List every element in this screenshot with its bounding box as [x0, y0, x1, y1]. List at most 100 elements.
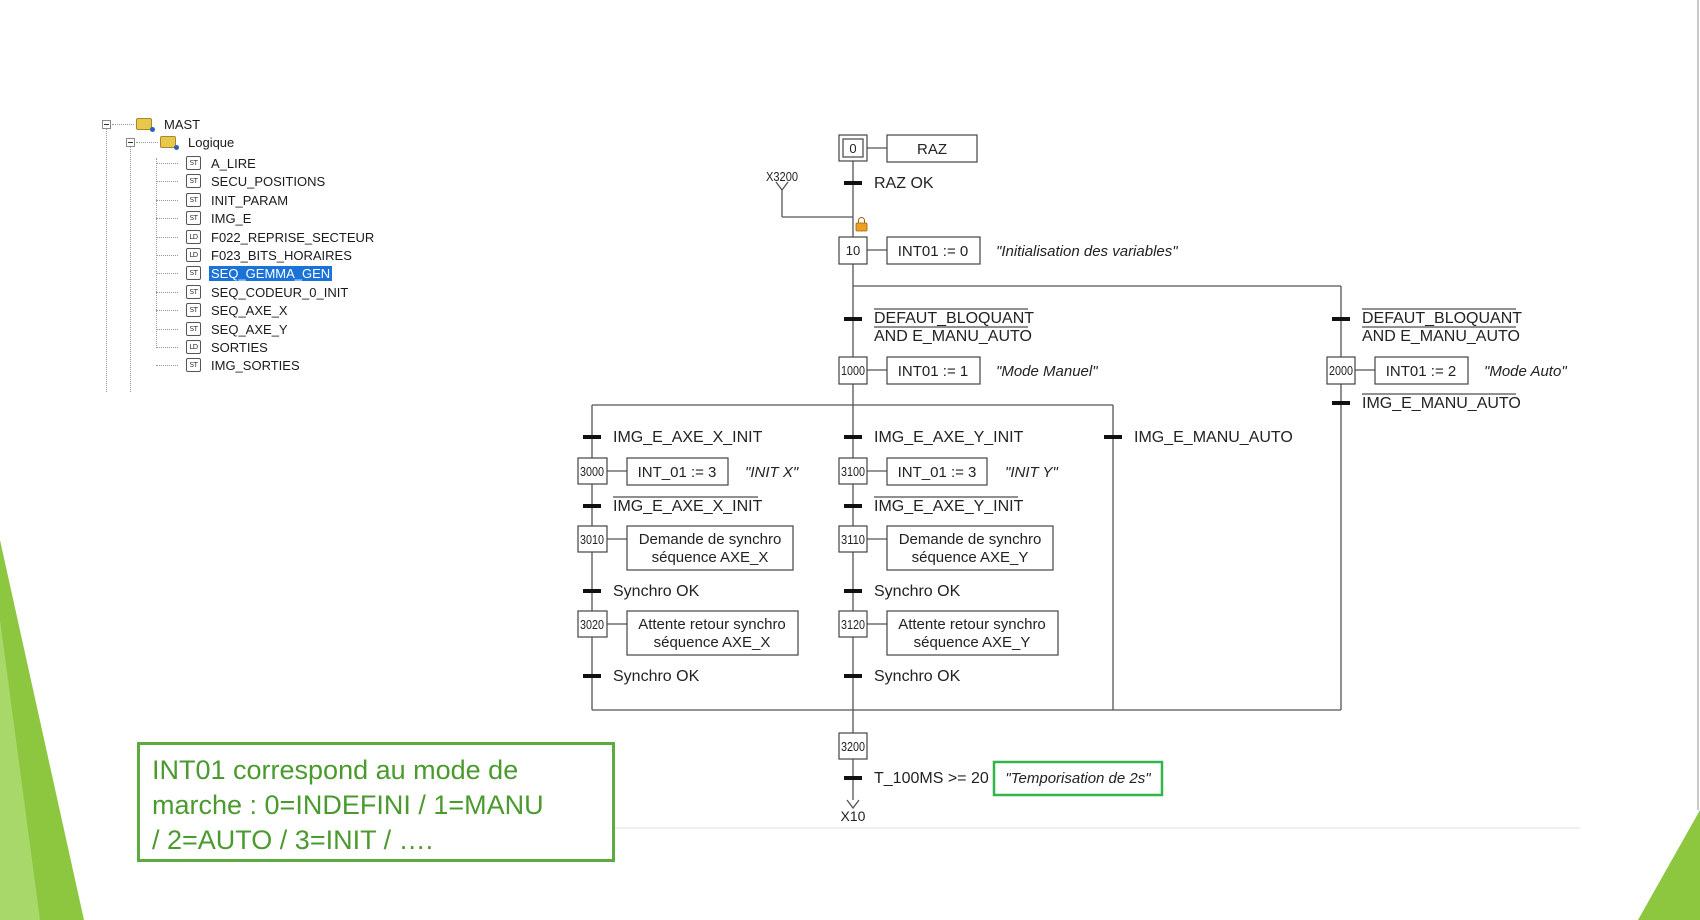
comment-step3000: "INIT X" — [745, 464, 799, 481]
transition-bar[interactable] — [583, 504, 601, 508]
action-box[interactable] — [886, 457, 988, 486]
tree-guide — [156, 218, 178, 220]
tree-guide — [156, 181, 178, 183]
tree-root-mast[interactable]: MAST — [164, 117, 201, 132]
step-box[interactable] — [838, 610, 868, 638]
transition-bar[interactable] — [844, 435, 862, 439]
program-file-icon: ST — [186, 266, 201, 281]
transition-manu-auto: IMG_E_MANU_AUTO — [1134, 429, 1293, 446]
note-line: marche : 0=INDEFINI / 1=MANU — [152, 790, 544, 820]
step-box[interactable] — [838, 236, 868, 265]
step-box[interactable] — [838, 457, 868, 485]
step-box[interactable] — [577, 610, 608, 638]
step-number: 0 — [849, 141, 856, 156]
tree-item-10[interactable]: SORTIES — [211, 340, 268, 355]
step-box[interactable] — [838, 356, 868, 385]
transition-left-line1: DEFAUT_BLOQUANT — [874, 310, 1034, 327]
tree-guide — [156, 273, 178, 275]
step-number: 2000 — [1329, 363, 1353, 378]
transition-bar[interactable] — [583, 435, 601, 439]
step-number: 3200 — [841, 739, 865, 754]
action-text-step3110-line2: séquence AXE_Y — [912, 549, 1029, 566]
action-text-step3020-line2: séquence AXE_X — [654, 634, 771, 651]
tree-guide — [156, 158, 157, 346]
action-text-step3010-line1: Demande de synchro — [639, 531, 782, 548]
action-box[interactable] — [626, 525, 794, 571]
tree-guide — [156, 163, 178, 164]
initial-step-inner — [842, 138, 864, 158]
transition-bar[interactable] — [1332, 317, 1350, 321]
tree-item-1[interactable]: SECU_POSITIONS — [211, 174, 326, 190]
program-file-icon: LD — [186, 340, 201, 354]
step-number: 3010 — [580, 532, 604, 547]
step-number: 3020 — [580, 617, 604, 632]
action-box[interactable] — [626, 610, 799, 656]
transition-bar[interactable] — [583, 674, 601, 678]
left-green-triangle-light — [0, 620, 40, 920]
tree-section-logique[interactable]: Logique — [188, 135, 235, 150]
tree-guide — [156, 365, 178, 367]
tree-item-2[interactable]: INIT_PARAM — [211, 192, 289, 208]
program-file-icon: ST — [186, 358, 201, 373]
transition-bar[interactable] — [844, 504, 862, 508]
transition-bar[interactable] — [1104, 435, 1122, 439]
transition-right-line1: DEFAUT_BLOQUANT — [1362, 310, 1522, 327]
transition-bar[interactable] — [844, 317, 862, 321]
step-box[interactable] — [1326, 356, 1356, 385]
transition-y-init-negated: IMG_E_AXE_Y_INIT — [874, 498, 1024, 515]
folder-icon — [160, 136, 179, 150]
step-box[interactable] — [577, 457, 608, 485]
transition-bar[interactable] — [1332, 401, 1350, 405]
transition-bar[interactable] — [583, 589, 601, 593]
action-box[interactable] — [886, 525, 1054, 571]
transition-bar[interactable] — [844, 776, 862, 780]
tree-item-5[interactable]: F023_BITS_HORAIRES — [211, 248, 352, 263]
tree-item-4[interactable]: F022_REPRISE_SECTEUR — [211, 229, 375, 245]
action-box[interactable] — [626, 457, 729, 486]
tree-guide — [156, 291, 178, 293]
tree-item-11[interactable]: IMG_SORTIES — [211, 358, 300, 374]
tree-item-9[interactable]: SEQ_AXE_Y — [211, 321, 288, 337]
explanation-note: INT01 correspond au mode de marche : 0=I… — [137, 742, 615, 862]
project-tree[interactable]: MAST Logique ST A_LIRE ST SECU_POSITIONS ST I… — [96, 112, 396, 392]
step-box[interactable] — [838, 732, 868, 760]
collapse-toggle-icon[interactable] — [102, 120, 111, 129]
transition-x-init-negated: IMG_E_AXE_X_INIT — [613, 498, 763, 515]
program-file-icon: ST — [186, 321, 201, 336]
transition-bar[interactable] — [844, 181, 862, 185]
action-text-raz: RAZ — [917, 141, 947, 158]
action-texts: RAZ INT01 := 0 INT01 := 1 INT01 := 2 INT… — [638, 141, 1457, 651]
action-box[interactable] — [886, 610, 1059, 656]
step-box[interactable] — [838, 525, 868, 553]
comment-step3100: "INIT Y" — [1005, 464, 1059, 481]
action-box[interactable] — [1374, 356, 1469, 385]
transition-bar[interactable] — [844, 589, 862, 593]
folder-icon — [136, 118, 155, 132]
note-line: / 2=AUTO / 3=INIT / …. — [152, 825, 434, 855]
comments: "Initialisation des variables" "Mode Man… — [745, 243, 1567, 481]
program-file-icon: LD — [186, 248, 201, 262]
step-number: 3100 — [841, 464, 865, 479]
tree-item-7[interactable]: SEQ_CODEUR_0_INIT — [211, 284, 349, 300]
tree-item-0[interactable]: A_LIRE — [211, 156, 256, 171]
tree-item-8[interactable]: SEQ_AXE_X — [211, 303, 288, 319]
action-box[interactable] — [886, 236, 981, 265]
transition-bar[interactable] — [844, 674, 862, 678]
tree-guide — [112, 124, 134, 125]
tree-item-6[interactable]: SEQ_GEMMA_GEN — [209, 266, 333, 282]
action-text-step10: INT01 := 0 — [898, 243, 968, 260]
program-file-icon: ST — [186, 284, 201, 299]
program-file-icon: ST — [186, 211, 201, 226]
program-file-icon: ST — [186, 303, 201, 318]
transition-bars — [583, 181, 1350, 780]
transition-left-line2: AND E_MANU_AUTO — [874, 328, 1032, 345]
action-text-step1000: INT01 := 1 — [898, 363, 968, 380]
comment-step3200: "Temporisation de 2s" — [1005, 770, 1151, 787]
tree-item-3[interactable]: IMG_E — [211, 211, 252, 227]
action-box[interactable] — [886, 134, 978, 163]
step-box[interactable] — [577, 525, 608, 553]
action-box[interactable] — [886, 356, 981, 385]
collapse-toggle-icon[interactable] — [126, 138, 135, 147]
transition-y-synchro-2: Synchro OK — [874, 668, 961, 685]
